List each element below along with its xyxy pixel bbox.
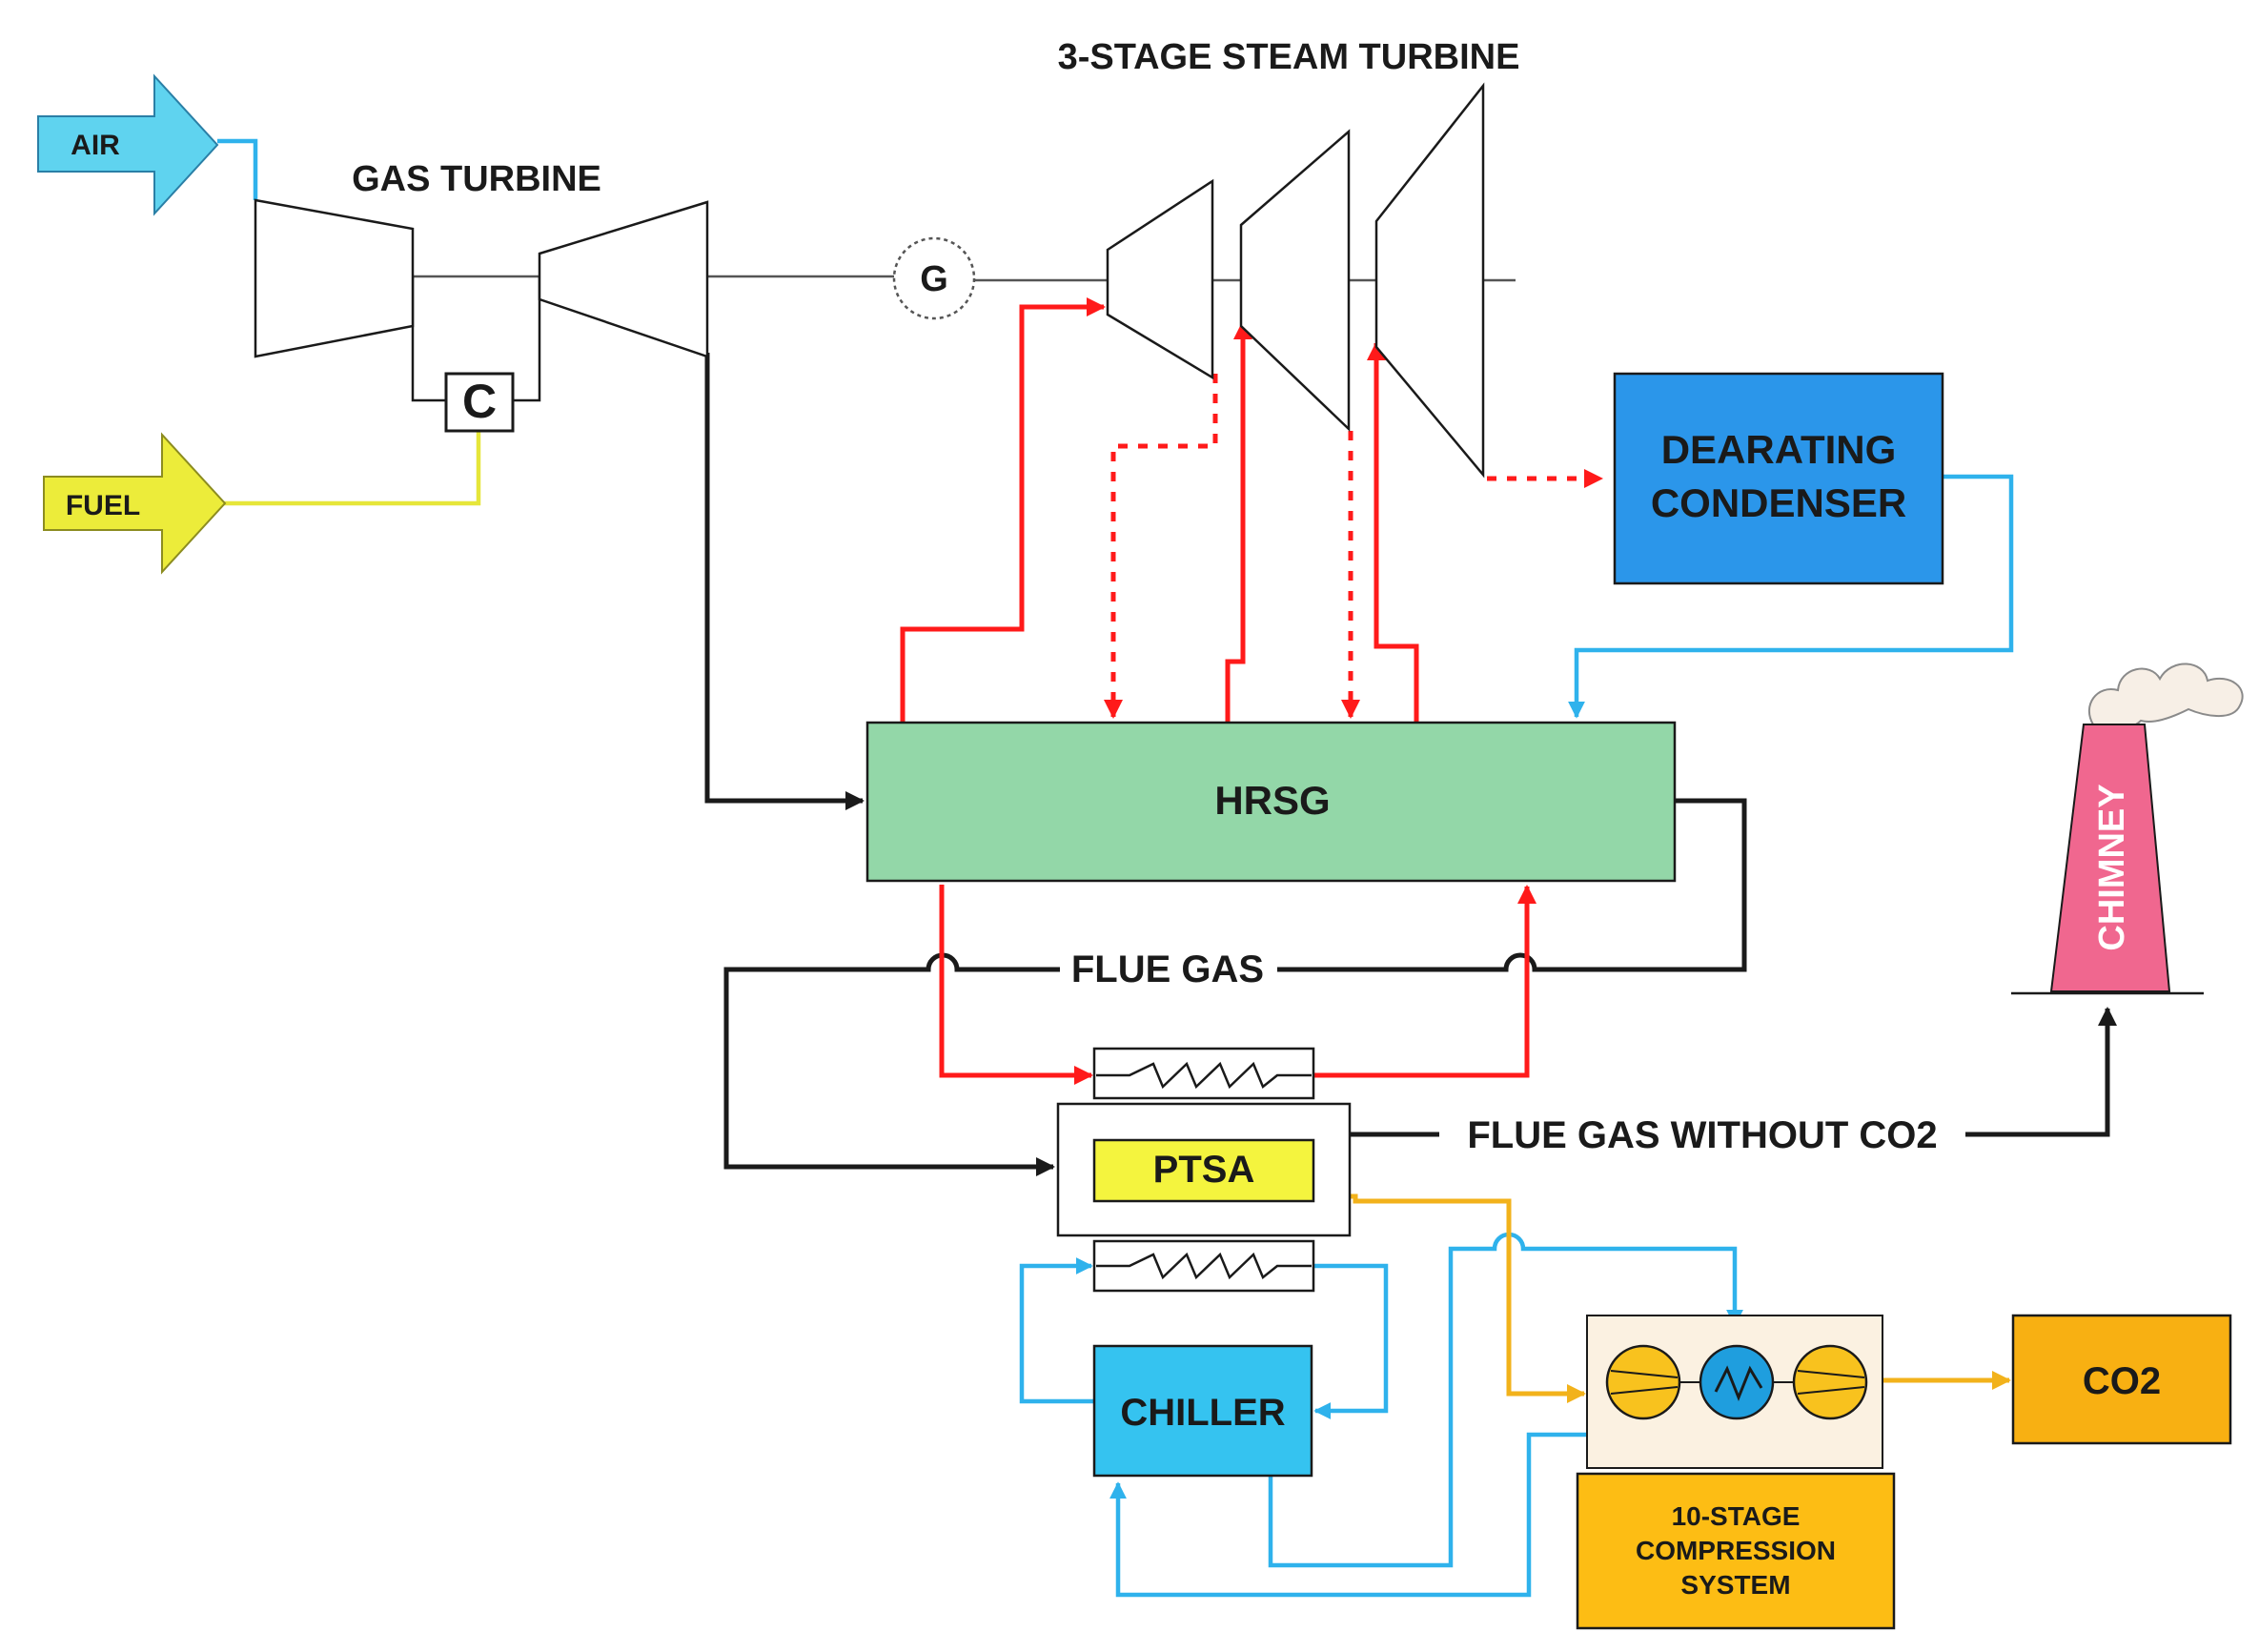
combustor: C — [444, 372, 515, 433]
generator: G — [892, 236, 976, 320]
gas-turbine-expander — [538, 200, 709, 358]
air-line — [217, 138, 258, 200]
ptsa-label: PTSA — [1153, 1149, 1255, 1191]
flue-gas-label-bg — [1060, 948, 1277, 991]
compression-label-line3: SYSTEM — [1680, 1570, 1790, 1600]
flue-gas-label: FLUE GAS — [1071, 948, 1264, 990]
fuel-arrow — [43, 432, 227, 575]
co2-box — [2011, 1314, 2232, 1445]
air-label: AIR — [71, 130, 120, 161]
hp-exhaust-return — [1104, 374, 1218, 719]
compression-label-box — [1576, 1472, 1896, 1630]
co2-label: CO2 — [2083, 1360, 2161, 1402]
ptsa-unit: PTSA — [1056, 1102, 1352, 1237]
fuel-inlet: FUEL — [43, 432, 227, 575]
cooling-coil-icon — [1096, 1252, 1312, 1280]
hrsg-box — [865, 721, 1677, 883]
gas-turbine-title: GAS TURBINE — [352, 159, 601, 199]
compressor-2-icon — [1792, 1344, 1868, 1420]
chimney-stack — [2049, 724, 2171, 992]
compressor-to-combustor — [411, 276, 446, 402]
exhaust-to-hrsg — [704, 353, 865, 810]
compressor-1-icon — [1605, 1344, 1681, 1420]
air-inlet: AIR — [37, 73, 219, 216]
ip-steam-line — [1225, 320, 1252, 723]
chiller-box — [1092, 1344, 1313, 1478]
fuel-line — [224, 431, 481, 506]
dearating-condenser: DEARATING CONDENSER — [1613, 372, 1944, 585]
fuel-label: FUEL — [66, 490, 140, 521]
intercooler-supply-line — [1268, 1232, 1743, 1568]
compressor-1-mark — [1610, 1370, 1679, 1395]
hp-turbine — [1106, 178, 1214, 380]
ptsa-box — [1092, 1138, 1315, 1203]
ip-turbine — [1239, 129, 1351, 432]
smoke-icon — [2087, 663, 2244, 731]
chiller-return-line — [1313, 1263, 1389, 1419]
combustor-to-turbine — [513, 276, 541, 402]
intercooler-icon — [1699, 1344, 1775, 1420]
condensate-line — [1568, 474, 2014, 719]
chiller: CHILLER — [1092, 1344, 1313, 1478]
hp-steam-line — [900, 297, 1106, 723]
compressor-2-mark — [1797, 1370, 1865, 1395]
co2-product: CO2 — [2011, 1314, 2232, 1445]
chimney-label: CHIMNEY — [2092, 784, 2132, 950]
combustor-box — [444, 372, 515, 433]
intercooler-coil — [1714, 1365, 1763, 1402]
cooling-heat-exchanger — [1092, 1239, 1315, 1293]
hrsg: HRSG — [865, 721, 1677, 883]
chiller-label: CHILLER — [1120, 1392, 1285, 1434]
heating-coil-icon — [1096, 1061, 1312, 1090]
chimney: CHIMNEY — [2011, 663, 2244, 995]
generator-label: G — [920, 259, 948, 299]
condenser-label-line1: DEARATING — [1661, 427, 1897, 472]
condenser-box — [1613, 372, 1944, 585]
air-arrow — [37, 73, 219, 216]
flue-gas-without-co2-label: FLUE GAS WITHOUT CO2 — [1467, 1114, 1937, 1156]
chiller-supply-line — [1019, 1257, 1094, 1404]
condenser-label-line2: CONDENSER — [1651, 480, 1906, 525]
gas-compressor — [254, 198, 415, 358]
hrsg-label: HRSG — [1214, 778, 1330, 823]
steam-turbine-title: 3-STAGE STEAM TURBINE — [1058, 37, 1520, 77]
compression-label-line2: COMPRESSION — [1636, 1536, 1836, 1565]
lp-turbine — [1374, 82, 1485, 479]
combustor-label: C — [462, 375, 497, 428]
heating-hx-box — [1092, 1047, 1315, 1100]
compression-label-line1: 10-STAGE — [1672, 1501, 1801, 1531]
heating-heat-exchanger — [1092, 1047, 1315, 1100]
compression-system: 10-STAGE COMPRESSION SYSTEM — [1576, 1315, 1896, 1630]
co2-to-compression-line — [1313, 1193, 1586, 1403]
lp-steam-line — [1367, 341, 1419, 723]
heating-return-line — [1313, 885, 1537, 1078]
heating-supply-line — [939, 885, 1093, 1085]
generator-circle — [892, 236, 976, 320]
